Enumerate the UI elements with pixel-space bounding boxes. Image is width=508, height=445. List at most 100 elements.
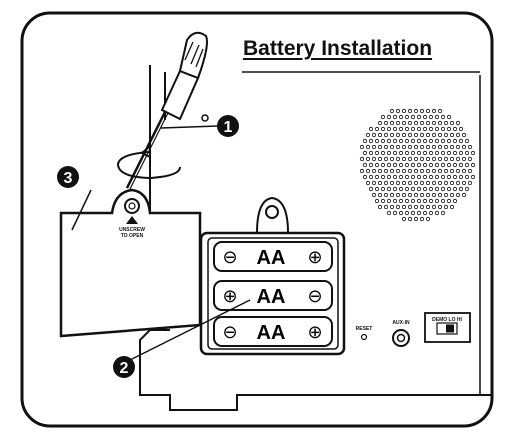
speaker-hole (386, 150, 392, 156)
speaker-hole (434, 174, 440, 180)
speaker-hole (419, 168, 425, 174)
speaker-hole (395, 144, 401, 150)
speaker-hole (401, 108, 407, 114)
speaker-hole (431, 180, 437, 186)
speaker-hole (428, 210, 434, 216)
speaker-hole (386, 138, 392, 144)
callout-3: 3 (57, 166, 79, 188)
screw-hole (201, 114, 209, 122)
speaker-hole (449, 168, 455, 174)
speaker-hole (410, 174, 416, 180)
speaker-hole (392, 138, 398, 144)
battery-2: ⊕ AA ⊖ (213, 280, 333, 311)
speaker-hole (449, 120, 455, 126)
speaker-hole (449, 180, 455, 186)
speaker-hole (464, 162, 470, 168)
speaker-hole (407, 192, 413, 198)
callout-1: 1 (217, 115, 239, 137)
speaker-hole (452, 198, 458, 204)
speaker-hole (392, 174, 398, 180)
speaker-hole (386, 162, 392, 168)
speaker-hole (434, 186, 440, 192)
svg-text:3: 3 (64, 170, 73, 187)
speaker-hole (380, 114, 386, 120)
speaker-hole (443, 120, 449, 126)
speaker-hole (389, 204, 395, 210)
speaker-hole (389, 120, 395, 126)
speaker-hole (368, 138, 374, 144)
speaker-hole (380, 186, 386, 192)
speaker-hole (422, 126, 428, 132)
speaker-hole (377, 168, 383, 174)
battery-1-label: AA (257, 247, 286, 269)
speaker-hole (425, 144, 431, 150)
speaker-hole (434, 138, 440, 144)
speaker-hole (416, 186, 422, 192)
speaker-hole (371, 180, 377, 186)
speaker-grille (359, 108, 476, 222)
speaker-hole (425, 216, 431, 222)
speaker-hole (416, 114, 422, 120)
speaker-hole (386, 186, 392, 192)
speaker-hole (446, 162, 452, 168)
speaker-hole (449, 204, 455, 210)
speaker-hole (413, 192, 419, 198)
speaker-hole (371, 168, 377, 174)
speaker-hole (383, 156, 389, 162)
speaker-hole (407, 180, 413, 186)
speaker-hole (422, 210, 428, 216)
speaker-hole (404, 162, 410, 168)
speaker-hole (446, 150, 452, 156)
speaker-hole (443, 132, 449, 138)
speaker-hole (401, 204, 407, 210)
speaker-hole (449, 132, 455, 138)
speaker-hole (428, 126, 434, 132)
speaker-hole (458, 138, 464, 144)
speaker-hole (392, 162, 398, 168)
speaker-hole (461, 180, 467, 186)
speaker-hole (431, 132, 437, 138)
speaker-hole (419, 204, 425, 210)
battery-1-minus-icon: ⊖ (222, 247, 237, 268)
speaker-hole (440, 114, 446, 120)
speaker-hole (389, 192, 395, 198)
speaker-hole (413, 156, 419, 162)
speaker-hole (371, 192, 377, 198)
speaker-hole (464, 186, 470, 192)
speaker-hole (440, 198, 446, 204)
speaker-hole (455, 156, 461, 162)
speaker-hole (443, 156, 449, 162)
battery-3-plus-icon: ⊕ (307, 322, 322, 343)
speaker-hole (455, 192, 461, 198)
speaker-hole (434, 162, 440, 168)
speaker-hole (470, 162, 476, 168)
speaker-hole (425, 180, 431, 186)
speaker-hole (431, 156, 437, 162)
speaker-hole (461, 168, 467, 174)
speaker-hole (434, 198, 440, 204)
svg-text:1: 1 (224, 119, 233, 136)
speaker-hole (413, 108, 419, 114)
speaker-hole (449, 156, 455, 162)
battery-1: ⊖ AA ⊕ (213, 241, 333, 272)
speaker-hole (392, 150, 398, 156)
speaker-hole (392, 186, 398, 192)
speaker-hole (410, 114, 416, 120)
speaker-hole (407, 132, 413, 138)
speaker-hole (404, 210, 410, 216)
speaker-hole (407, 156, 413, 162)
speaker-hole (413, 180, 419, 186)
speaker-hole (440, 138, 446, 144)
speaker-hole (401, 156, 407, 162)
speaker-hole (440, 210, 446, 216)
speaker-hole (395, 132, 401, 138)
speaker-hole (410, 162, 416, 168)
speaker-hole (449, 144, 455, 150)
speaker-hole (452, 186, 458, 192)
aux-in-label: AUX-IN (392, 320, 410, 326)
speaker-hole (365, 156, 371, 162)
speaker-hole (437, 120, 443, 126)
door-arrow-icon (126, 216, 138, 224)
speaker-hole (422, 198, 428, 204)
